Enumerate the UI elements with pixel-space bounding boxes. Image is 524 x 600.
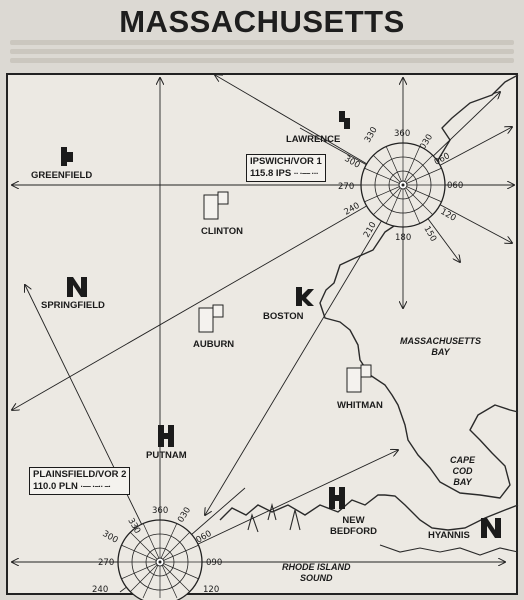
vor1-radial-030: 030: [418, 133, 435, 152]
vor1-radial-150: 150: [421, 225, 438, 244]
vor2-frequency: 110.0 PLN: [33, 481, 78, 492]
vor1-radial-300: 300: [343, 154, 362, 171]
clinton-airport-icon: [203, 191, 229, 220]
vor2-radial-360: 360: [152, 506, 168, 516]
vor1-radial-line: [12, 184, 404, 410]
bay-inlet: [247, 502, 301, 533]
vor1-radial-180: 180: [395, 233, 411, 243]
vor1-frequency-row: 115.8 IPS ·· ·–– ···: [250, 168, 322, 180]
page-title: MASSACHUSETTS: [119, 4, 405, 39]
vor2-frequency-row: 110.0 PLN ·–– ·–·· –·: [33, 481, 126, 493]
vor1-radial-060-east: 060: [447, 181, 463, 191]
vor1-radial-240: 240: [343, 201, 362, 218]
vor1-radial-270: 270: [338, 182, 354, 192]
lawrence-label: LAWRENCE: [286, 134, 341, 145]
vor1-frequency: 115.8 IPS: [250, 168, 292, 179]
cape-cod-bay-label: CAPE COD BAY: [450, 455, 476, 487]
vor2-info-box: PLAINSFIELD/VOR 2 110.0 PLN ·–– ·–·· –·: [29, 467, 131, 495]
vor2-morse-code: ·–– ·–·· –·: [80, 482, 112, 491]
boston-airport-icon: [296, 287, 314, 306]
whitman-label: WHITMAN: [337, 400, 383, 411]
vor1-radial-360: 360: [394, 129, 410, 139]
lawrence-airport-icon: [339, 111, 350, 129]
vor2-radial-090: 090: [206, 558, 222, 568]
massachusetts-bay-label: MASSACHUSETTS BAY: [400, 336, 482, 357]
vor1-name: IPSWICH/VOR 1: [250, 156, 322, 167]
boston-label: BOSTON: [263, 311, 304, 322]
greenfield-airport-icon: [61, 147, 73, 166]
vor2-radial-300: 300: [101, 529, 120, 546]
vor2-radial-line: [25, 285, 161, 563]
vor2-radial-270: 270: [98, 558, 114, 568]
rhode-island-sound-label: RHODE ISLAND SOUND: [282, 562, 351, 583]
vor1-radial-line: [205, 184, 404, 515]
hyannis-airport-icon: [481, 518, 501, 538]
clinton-label: CLINTON: [201, 226, 244, 237]
new-bedford-label: NEW BEDFORD: [330, 515, 377, 537]
nantucket-sound-coast: [379, 544, 519, 556]
vor2-radial-060: 060: [195, 529, 214, 546]
vor2-name: PLAINSFIELD/VOR 2: [33, 469, 127, 480]
cape-cod-outline: [384, 494, 519, 531]
putnam-airport-icon: [158, 425, 174, 447]
auburn-airport-icon: [198, 304, 224, 333]
whitman-airport-icon: [346, 364, 372, 393]
coastline: [319, 74, 519, 499]
vor2-radial-240: 240: [92, 585, 108, 595]
springfield-label: SPRINGFIELD: [41, 300, 105, 311]
greenfield-label: GREENFIELD: [31, 170, 93, 181]
vor2-compass-rose: [117, 519, 203, 600]
vor2-radial-line: [159, 450, 398, 563]
vor1-radial-120: 120: [439, 207, 458, 224]
vor1-radial-330: 330: [363, 125, 380, 144]
vor2-radial-120: 120: [203, 585, 219, 595]
springfield-airport-icon: [67, 277, 87, 297]
auburn-label: AUBURN: [193, 339, 235, 350]
vor1-info-box: IPSWICH/VOR 1 115.8 IPS ·· ·–– ···: [246, 154, 326, 182]
south-coast: [219, 494, 385, 521]
new-bedford-airport-icon: [329, 487, 345, 509]
vor1-compass-rose: [360, 142, 446, 228]
background-text: [0, 36, 524, 72]
hyannis-label: HYANNIS: [428, 530, 470, 541]
vor1-morse-code: ·· ·–– ···: [293, 169, 319, 178]
vor2-radial-030: 030: [176, 506, 193, 525]
putnam-label: PUTNAM: [146, 450, 187, 461]
